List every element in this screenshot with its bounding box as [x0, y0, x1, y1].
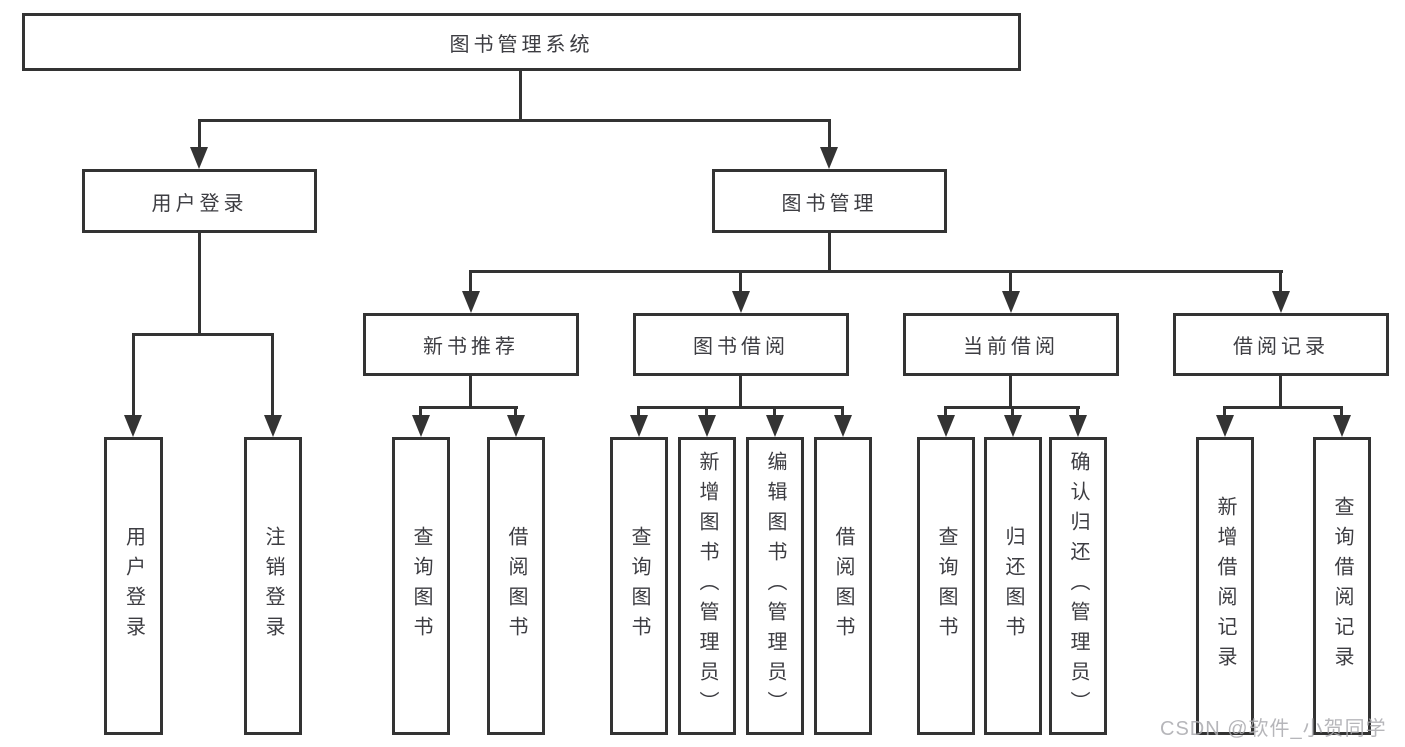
connector-line — [469, 270, 472, 291]
csdn-watermark: CSDN @软件_小贺同学 — [1160, 718, 1387, 740]
connector-line — [944, 406, 947, 418]
connector-line — [1279, 270, 1282, 291]
arrowhead-down-icon — [507, 415, 525, 437]
connector-line — [198, 233, 201, 336]
node-newrec-borrow-books: 借阅图书 — [487, 437, 545, 735]
connector-line — [1340, 406, 1343, 418]
arrowhead-down-icon — [124, 415, 142, 437]
arrowhead-down-icon — [732, 291, 750, 313]
connector-line — [198, 119, 201, 147]
node-borrowing-query-books: 查询图书 — [610, 437, 668, 735]
node-label: 借阅记录 — [1233, 336, 1329, 358]
node-label: 查询借阅记录 — [1331, 496, 1353, 676]
node-records-query-record: 查询借阅记录 — [1313, 437, 1371, 735]
node-label: 编辑图书（管理员） — [764, 451, 786, 721]
connector-line — [739, 376, 742, 408]
arrowhead-down-icon — [1216, 415, 1234, 437]
arrowhead-down-icon — [1069, 415, 1087, 437]
node-label: 归还图书 — [1002, 526, 1024, 646]
node-label: 新增图书（管理员） — [696, 451, 718, 721]
connector-line — [1009, 270, 1012, 291]
connector-line — [514, 406, 517, 418]
node-current-confirm-return-admin: 确认归还（管理员） — [1049, 437, 1107, 735]
arrowhead-down-icon — [1272, 291, 1290, 313]
connector-line — [271, 333, 274, 415]
node-newrec-query-books: 查询图书 — [392, 437, 450, 735]
connector-line — [828, 233, 831, 273]
node-current-return-books: 归还图书 — [984, 437, 1042, 735]
node-label: 图书管理系统 — [449, 33, 594, 56]
arrowhead-down-icon — [1002, 291, 1020, 313]
node-label: 当前借阅 — [963, 336, 1059, 358]
node-new-book-recommend: 新书推荐 — [363, 313, 579, 376]
node-records-add-record: 新增借阅记录 — [1196, 437, 1254, 735]
arrowhead-down-icon — [698, 415, 716, 437]
arrowhead-down-icon — [412, 415, 430, 437]
node-root-system: 图书管理系统 — [22, 13, 1021, 71]
connector-line — [705, 406, 708, 418]
connector-line — [519, 71, 522, 122]
arrowhead-down-icon — [1333, 415, 1351, 437]
connector-line — [1076, 406, 1079, 418]
connector-line — [637, 406, 844, 409]
connector-line — [773, 406, 776, 418]
node-book-borrowing: 图书借阅 — [633, 313, 849, 376]
node-book-management: 图书管理 — [712, 169, 947, 233]
connector-line — [469, 376, 472, 408]
connector-line — [132, 333, 274, 336]
node-label: 用户登录 — [122, 526, 145, 646]
node-current-query-books: 查询图书 — [917, 437, 975, 735]
connector-line — [637, 406, 640, 418]
connector-line — [419, 406, 518, 409]
arrowhead-down-icon — [820, 147, 838, 169]
node-label: 查询图书 — [935, 526, 957, 646]
arrowhead-down-icon — [264, 415, 282, 437]
connector-line — [198, 119, 831, 122]
connector-line — [132, 333, 135, 415]
node-label: 借阅图书 — [832, 526, 854, 646]
node-user-login-group: 用户登录 — [82, 169, 317, 233]
node-user-login: 用户登录 — [104, 437, 163, 735]
arrowhead-down-icon — [190, 147, 208, 169]
connector-line — [739, 270, 742, 291]
arrowhead-down-icon — [937, 415, 955, 437]
node-label: 查询图书 — [628, 526, 650, 646]
arrowhead-down-icon — [1004, 415, 1022, 437]
node-label: 查询图书 — [410, 526, 432, 646]
connector-line — [1223, 406, 1343, 409]
node-borrowing-borrow-books: 借阅图书 — [814, 437, 872, 735]
arrowhead-down-icon — [630, 415, 648, 437]
node-label: 借阅图书 — [505, 526, 527, 646]
connector-line — [1011, 406, 1014, 418]
node-current-borrowing: 当前借阅 — [903, 313, 1119, 376]
connector-line — [1223, 406, 1226, 418]
connector-line — [1279, 376, 1282, 408]
node-borrowing-add-books-admin: 新增图书（管理员） — [678, 437, 736, 735]
node-logout: 注销登录 — [244, 437, 302, 735]
node-label: 注销登录 — [262, 526, 284, 646]
node-label: 新增借阅记录 — [1214, 496, 1236, 676]
node-borrow-records: 借阅记录 — [1173, 313, 1389, 376]
node-label: 新书推荐 — [423, 336, 519, 358]
connector-line — [419, 406, 422, 418]
node-label: 确认归还（管理员） — [1067, 451, 1089, 721]
arrowhead-down-icon — [766, 415, 784, 437]
connector-line — [841, 406, 844, 418]
node-borrowing-edit-books-admin: 编辑图书（管理员） — [746, 437, 804, 735]
node-label: 图书借阅 — [693, 336, 789, 358]
arrowhead-down-icon — [834, 415, 852, 437]
connector-line — [828, 119, 831, 147]
node-label: 用户登录 — [151, 192, 248, 215]
connector-line — [1009, 376, 1012, 408]
arrowhead-down-icon — [462, 291, 480, 313]
connector-line — [470, 270, 1283, 273]
node-label: 图书管理 — [781, 192, 878, 215]
